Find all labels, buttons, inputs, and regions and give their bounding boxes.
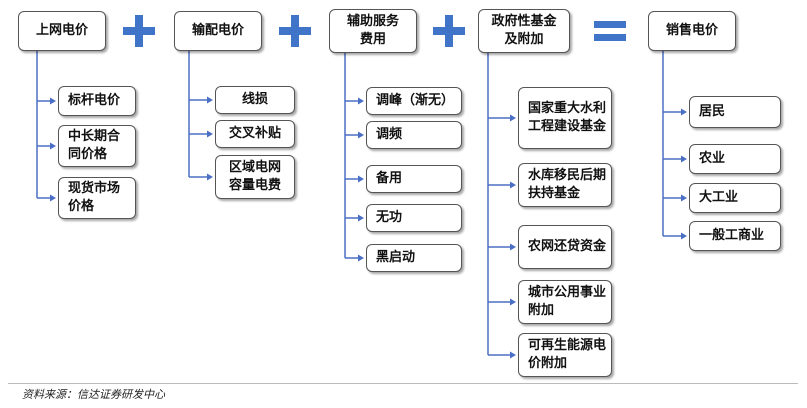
arrowhead [50,142,56,150]
arrowhead [207,173,213,181]
leaf-reactive-power: 无功 [366,204,462,232]
leaf-general-commerce: 一般工商业 [689,221,781,251]
leaf-large-industry: 大工业 [689,183,781,213]
arrowhead [510,351,516,359]
source-note: 资料来源：信达证券研发中心 [22,388,165,401]
leaf-agriculture: 农业 [689,144,781,174]
leaf-mid-long-term-contract: 中长期合同价格 [58,125,136,167]
leaf-black-start: 黑启动 [366,244,462,272]
header-grid-price: 上网电价 [18,11,106,51]
arrowhead [50,194,56,202]
leaf-peak-regulation: 调峰（渐无） [366,87,462,115]
header-gov-fund: 政府性基金及附加 [478,9,570,53]
plus-icon [279,15,311,47]
arrowhead [681,155,687,163]
arrowhead [358,254,364,262]
arrowhead [358,175,364,183]
plus-icon [433,15,465,47]
leaf-rural-grid-loan-fund: 农网还贷资金 [518,225,612,269]
leaf-reservoir-resettlement-fund: 水库移民后期扶持基金 [518,163,612,207]
arrowhead [510,298,516,306]
leaf-spot-market-price: 现货市场价格 [58,177,136,219]
leaf-residential: 居民 [689,96,781,128]
arrowhead [510,243,516,251]
arrowhead [50,97,56,105]
arrowhead [207,130,213,138]
arrowhead [207,96,213,104]
leaf-line-loss: 线损 [215,86,295,114]
leaf-benchmark-price: 标杆电价 [58,86,136,116]
arrowhead [681,194,687,202]
leaf-water-conservancy-fund: 国家重大水利工程建设基金 [518,87,612,149]
leaf-cross-subsidy: 交叉补贴 [215,120,295,148]
arrowhead [681,232,687,240]
equals-icon [594,21,626,41]
arrowhead [510,114,516,122]
header-sales-price: 销售电价 [648,11,736,51]
leaf-frequency-regulation: 调频 [366,121,462,149]
leaf-renewable-energy-surcharge: 可再生能源电价附加 [518,333,612,377]
footer-divider [8,383,798,384]
arrowhead [358,214,364,222]
leaf-urban-utility-surcharge: 城市公用事业附加 [518,280,612,324]
leaf-regional-grid-capacity: 区域电网容量电费 [215,155,295,199]
header-ancillary-service: 辅助服务费用 [329,9,417,53]
plus-icon [123,15,155,47]
leaf-reserve: 备用 [366,165,462,193]
arrowhead [681,108,687,116]
arrowhead [358,97,364,105]
arrowhead [358,131,364,139]
arrowhead [510,181,516,189]
header-transmission-price: 输配电价 [174,11,262,51]
